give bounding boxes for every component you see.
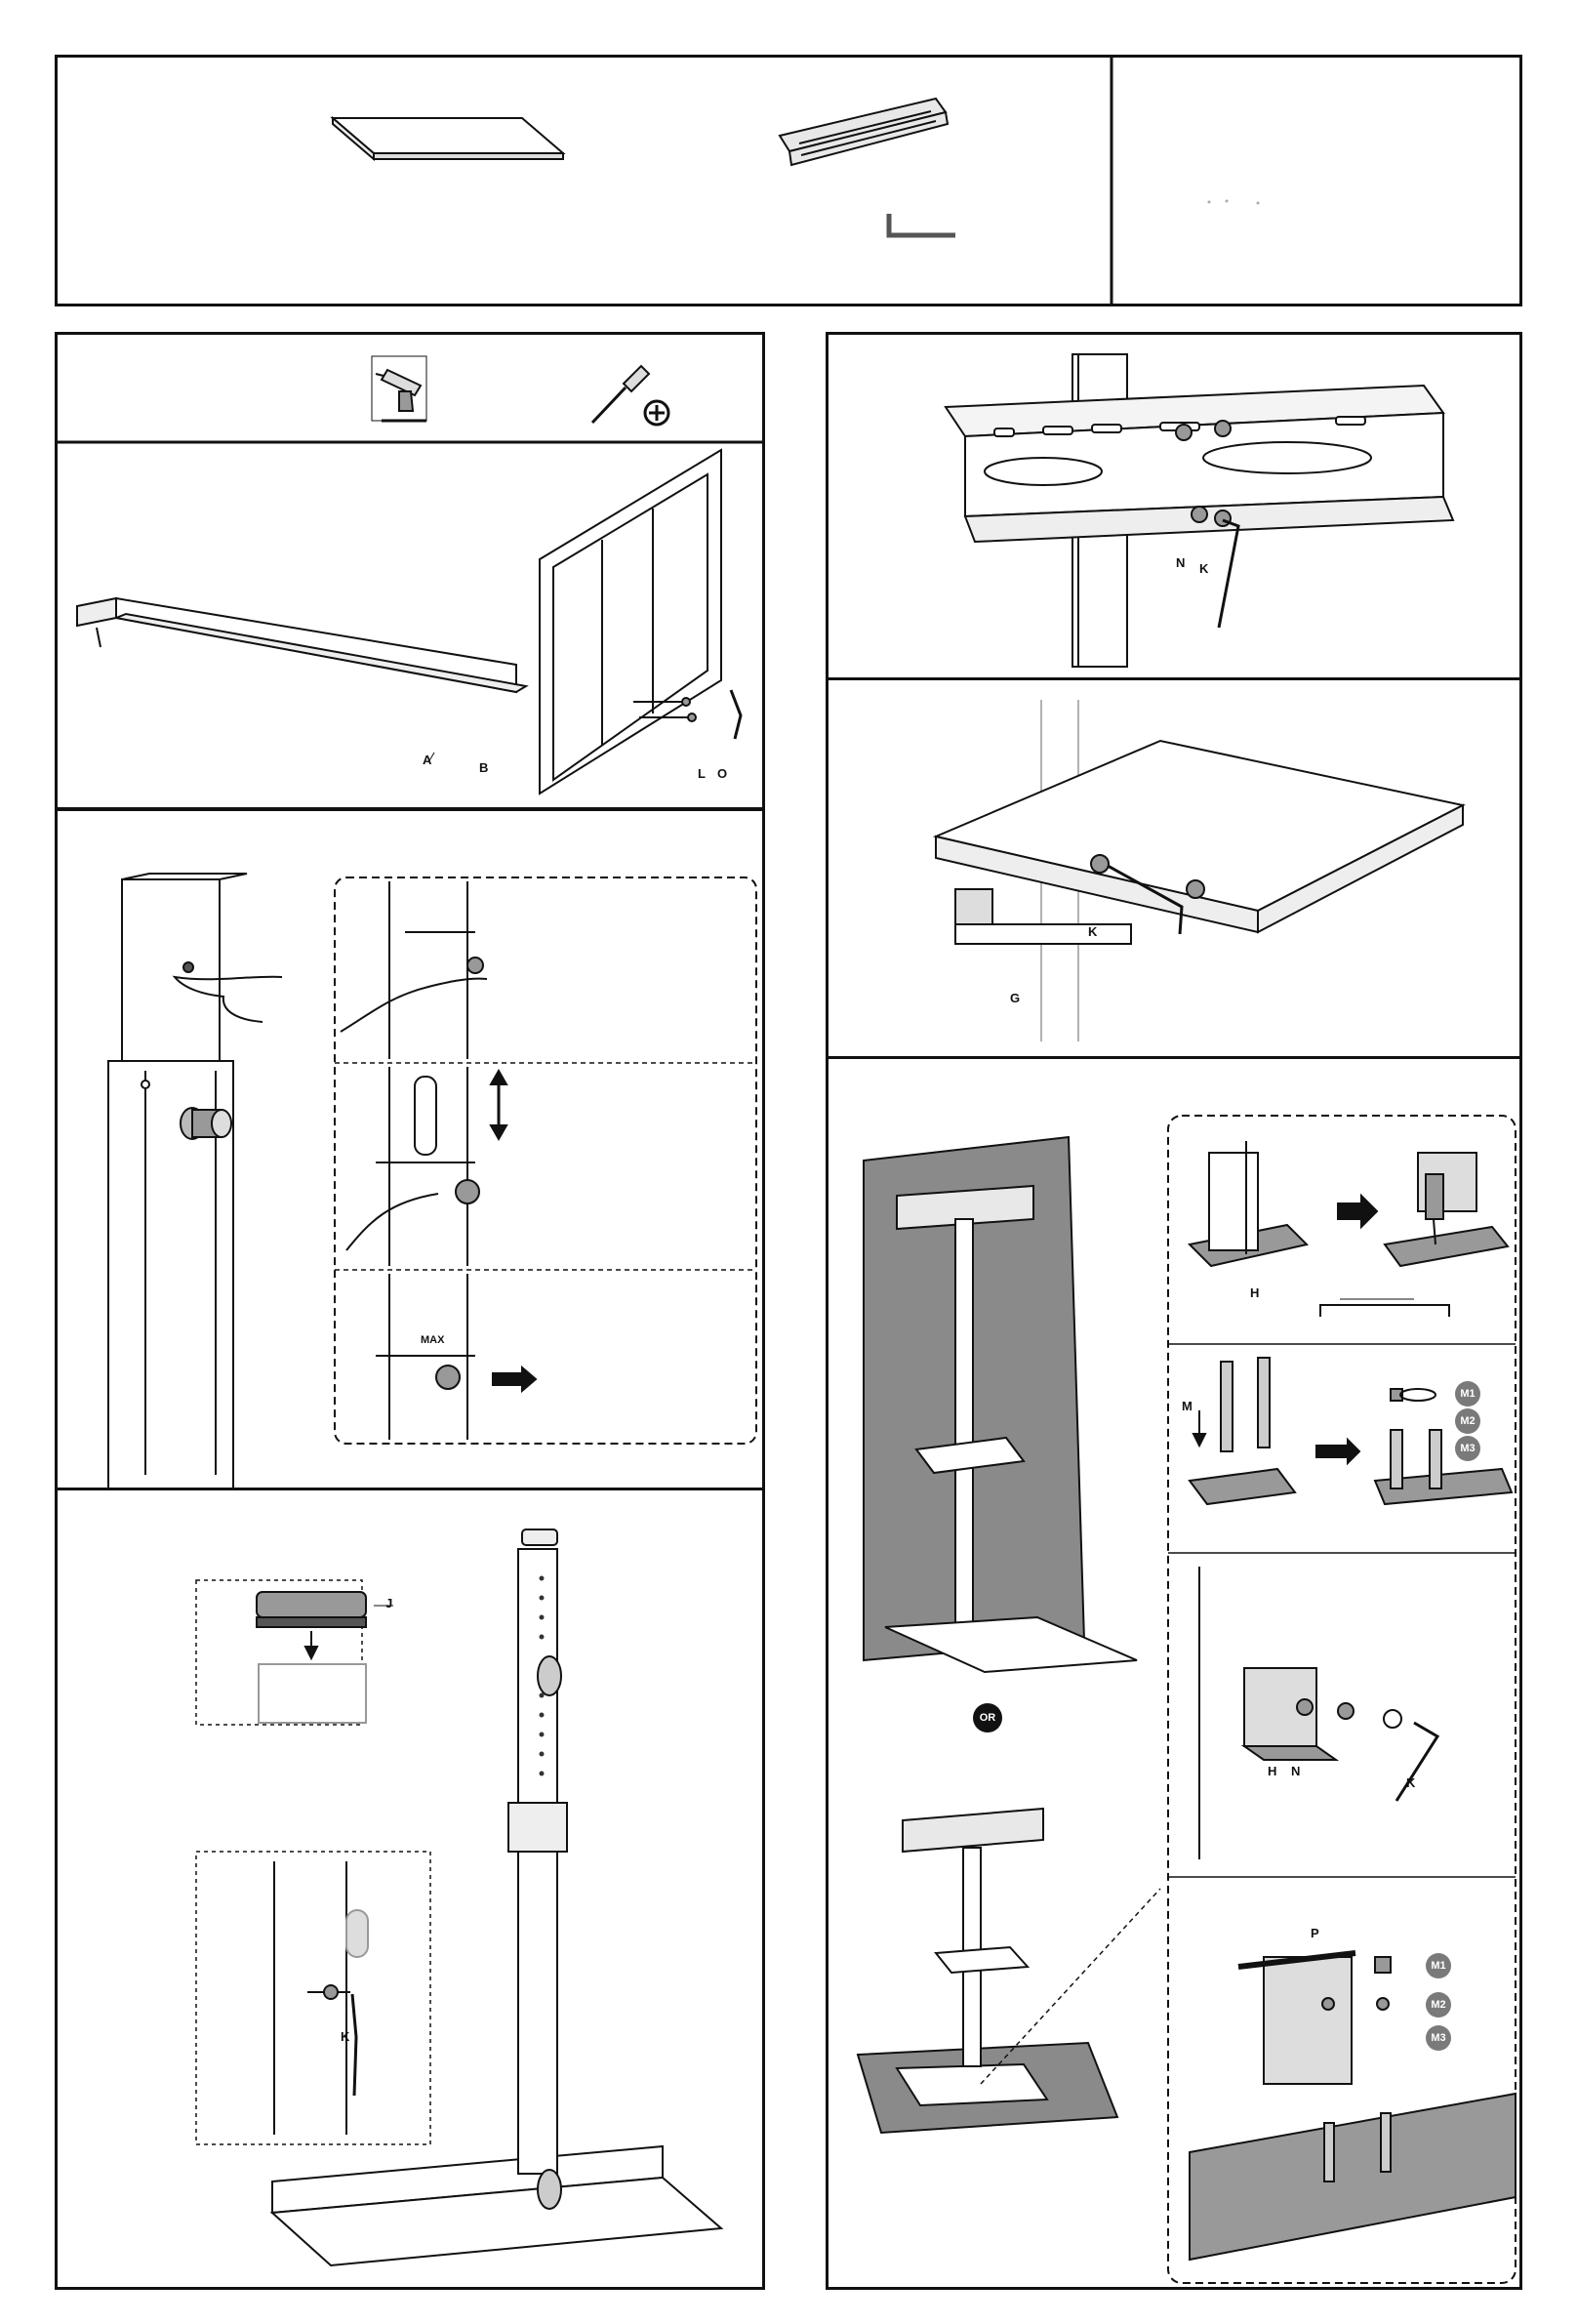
column — [508, 1529, 567, 2209]
label-m: M — [1182, 1399, 1193, 1413]
step-2-illustration — [58, 811, 765, 1491]
badge-m3-b: M3 — [1426, 2025, 1451, 2051]
shelf — [936, 741, 1463, 932]
beam-a — [77, 598, 526, 692]
step-1-illustration — [58, 335, 765, 810]
wall-plate — [946, 386, 1453, 542]
label-l: L — [698, 766, 706, 781]
wall-mount-option — [864, 1137, 1137, 1672]
post — [108, 874, 247, 1491]
freestanding-option — [858, 1809, 1160, 2133]
badge-m3-a: M3 — [1455, 1436, 1480, 1461]
label-k-bracket: K — [1406, 1775, 1415, 1790]
step-5-panel: K G — [826, 677, 1522, 1060]
phillips-icon — [645, 401, 668, 425]
max-label: MAX — [421, 1334, 444, 1346]
step-4-illustration — [829, 335, 1522, 681]
badge-m2-a: M2 — [1455, 1408, 1480, 1434]
parts-panel — [55, 55, 1522, 306]
drill-icon — [372, 356, 426, 421]
label-j: J — [385, 1596, 392, 1610]
label-h-1: H — [1250, 1285, 1259, 1300]
label-n-plate: N — [1176, 555, 1185, 570]
shelf-plate-part — [333, 118, 563, 159]
base — [272, 2146, 721, 2265]
label-p: P — [1311, 1926, 1319, 1940]
badge-m1-a: M1 — [1455, 1381, 1480, 1407]
label-o: O — [717, 766, 727, 781]
label-b: B — [479, 760, 488, 775]
label-k-plate: K — [1199, 561, 1208, 576]
label-h-2: H — [1268, 1764, 1276, 1778]
step-6-panel: OR H M M1 M2 M3 H N K P M1 M2 M3 — [826, 1056, 1522, 2290]
or-badge: OR — [973, 1703, 1002, 1733]
mounting-rail-part — [780, 99, 948, 165]
screwdriver-icon — [592, 366, 649, 423]
step-3-panel: J K — [55, 1488, 765, 2290]
hex-key-part — [889, 214, 955, 235]
label-k-shelf: K — [1088, 924, 1097, 939]
label-k-post: K — [341, 2029, 349, 2044]
step-2-panel: MAX — [55, 808, 765, 1491]
hex-key — [1219, 520, 1238, 628]
step-4-panel: N K — [826, 332, 1522, 681]
badge-m2-b: M2 — [1426, 1992, 1451, 2018]
step-5-illustration — [829, 680, 1522, 1060]
step-3-illustration — [58, 1490, 765, 2290]
parts-illustration — [58, 58, 1522, 306]
step-6-illustration — [829, 1059, 1522, 2290]
label-n-bracket: N — [1291, 1764, 1300, 1778]
cap-j — [257, 1592, 393, 1723]
badge-m1-b: M1 — [1426, 1953, 1451, 1978]
step-1-panel: A B L O — [55, 332, 765, 810]
knob — [181, 1108, 231, 1139]
frame-b — [540, 450, 721, 794]
label-a: A — [423, 753, 431, 767]
label-g: G — [1010, 991, 1020, 1005]
